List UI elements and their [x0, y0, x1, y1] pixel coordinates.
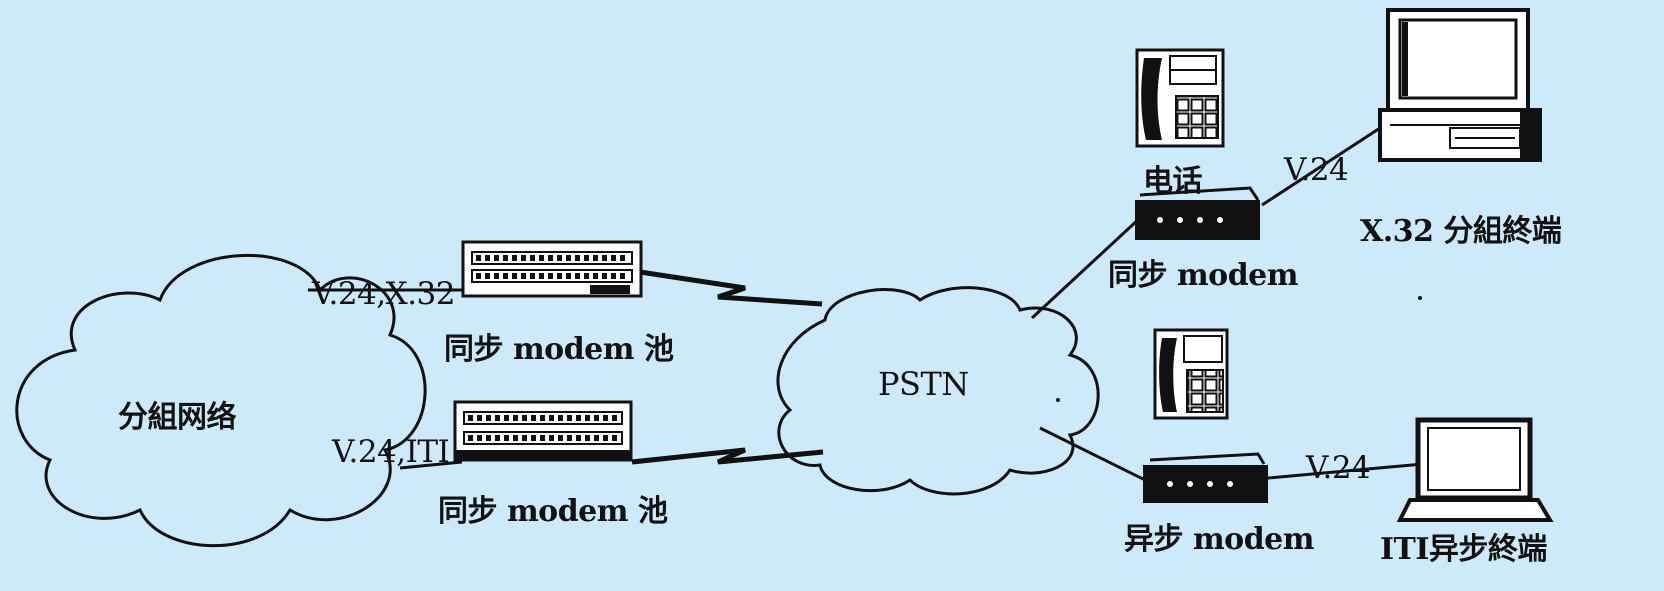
async-modem-label: 异步 modem [1124, 522, 1315, 557]
packet-network-cloud [15, 254, 427, 548]
interface-label-lower: V.24,ITI [332, 434, 450, 470]
link-label-lower: V.24 [1306, 450, 1371, 486]
modem-icon-async [1143, 452, 1268, 503]
packet-network-label: 分組网络 [118, 400, 237, 435]
pstn-label: PSTN [878, 365, 969, 403]
lightning-link-upper [639, 269, 823, 307]
lightning-link-lower [631, 447, 824, 465]
telephone-icon-lower [1153, 328, 1229, 420]
modem-pool-icon-upper [461, 240, 643, 298]
telephone-label: 电话 [1143, 164, 1203, 199]
telephone-icon-upper [1135, 48, 1225, 148]
modem-pool-label-lower: 同步 modem 池 [438, 494, 668, 529]
desktop-computer-icon [1378, 8, 1542, 162]
modem-pool-icon-lower [453, 400, 633, 462]
sync-modem-label: 同步 modem [1108, 258, 1299, 293]
interface-label-upper: V.24,X.32 [312, 276, 456, 312]
iti-terminal-label: ITI异步終端 [1380, 532, 1547, 567]
link-label-upper: V.24 [1284, 152, 1349, 188]
modem-icon-sync [1135, 186, 1260, 240]
pstn-cloud [776, 286, 1100, 496]
x32-terminal-label: X.32 分組終端 [1360, 214, 1562, 249]
laptop-icon [1396, 417, 1554, 522]
modem-pool-label-upper: 同步 modem 池 [444, 332, 674, 367]
